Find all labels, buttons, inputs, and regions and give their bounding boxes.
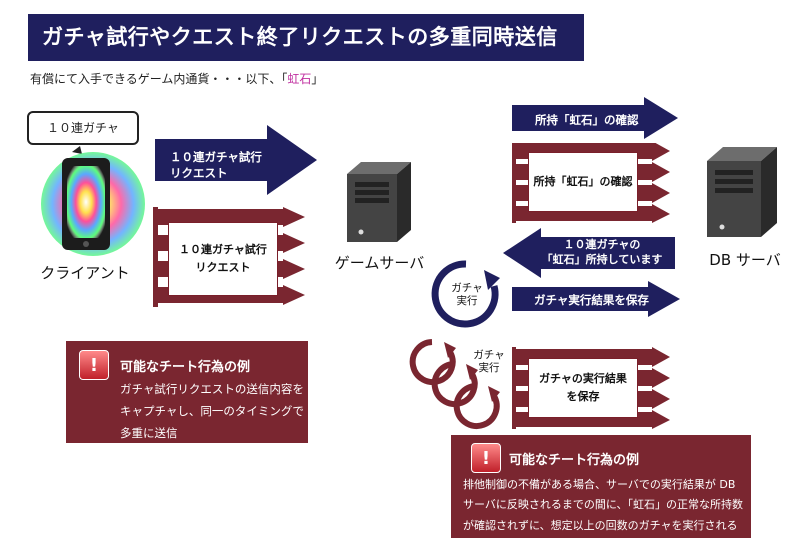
cheat-box-1-line: キャプチャし、同一のタイミングで — [120, 403, 304, 418]
cheat-box-2-body: 排他制御の不備がある場合、サーバでの実行結果が DB サーバに反映されるまでの間… — [463, 475, 743, 536]
multi-check-label: 所持「虹石」の確認 — [533, 175, 633, 189]
multi-check-box: 所持「虹石」の確認 — [528, 152, 638, 212]
subtitle-gem: 虹石 — [287, 72, 312, 86]
save-arrow-label: ガチャ実行結果を保存 — [534, 293, 649, 307]
cheat-box-1-body: ガチャ試行リクエストの送信内容を キャプチャし、同一のタイミングで 多重に送信 — [120, 379, 304, 445]
multi-save-line1: ガチャの実行結果 — [539, 372, 627, 386]
speech-bubble: １０連ガチャ — [27, 111, 139, 145]
check-arrow — [512, 97, 678, 139]
cheat-box-1-line: 多重に送信 — [120, 425, 178, 440]
save-arrow — [512, 281, 680, 317]
game-server-icon — [347, 162, 411, 242]
page-title: ガチャ試行やクエスト終了リクエストの多重同時送信 — [28, 14, 584, 61]
subtitle: 有償にて入手できるゲーム内通貨・・・以下、「虹石」 — [30, 70, 323, 87]
cheat-box-1-title: 可能なチート行為の例 — [120, 360, 251, 375]
response-arrow — [503, 228, 675, 278]
response-line1: １０連ガチャの — [563, 238, 641, 251]
db-server-icon — [707, 147, 777, 237]
gacha-exec-multi-label: ガチャ 実行 — [466, 349, 512, 375]
gacha-exec-multi-line2: 実行 — [478, 362, 500, 375]
multi-save-box: ガチャの実行結果 を保存 — [528, 358, 638, 418]
response-arrow-label: １０連ガチャの 「虹石」所持しています — [538, 238, 666, 268]
warning-icon: ! — [79, 350, 109, 380]
game-server-label: ゲームサーバ — [334, 254, 425, 272]
db-server-label: DB サーバ — [709, 251, 781, 269]
gacha-exec-multi-line1: ガチャ — [473, 349, 505, 361]
smartphone-icon — [41, 146, 145, 256]
cycle-icon — [431, 260, 500, 328]
cheat-box-2-line: 排他制御の不備がある場合、サーバでの実行結果が DB — [463, 478, 736, 491]
multi-request-line1: １０連ガチャ試行 — [179, 243, 267, 257]
gacha-exec-label: ガチャ 実行 — [444, 282, 490, 308]
warning-icon: ! — [471, 443, 501, 473]
subtitle-suffix: 」 — [311, 72, 324, 86]
check-arrow-label: 所持「虹石」の確認 — [535, 113, 639, 127]
multi-request-line2: リクエスト — [195, 261, 251, 274]
bubble-text: １０連ガチャ — [47, 121, 119, 135]
cheat-box-2: ! 可能なチート行為の例 排他制御の不備がある場合、サーバでの実行結果が DB … — [451, 435, 751, 538]
request-arrow — [155, 125, 317, 195]
request-arrow-label: １０連ガチャ試行 リクエスト — [170, 150, 262, 181]
response-line2: 「虹石」所持しています — [541, 252, 663, 266]
gacha-exec-line2: 実行 — [456, 295, 478, 308]
multi-cycle-icon — [409, 339, 500, 429]
cheat-box-2-line: が確認されずに、想定以上の回数のガチャを実行される — [463, 518, 738, 532]
subtitle-prefix: 有償にて入手できるゲーム内通貨・・・以下、「 — [30, 72, 288, 86]
cheat-box-2-line: サーバに反映されるまでの間に、「虹石」の正常な所持数 — [463, 498, 744, 512]
multi-save-line2: を保存 — [566, 390, 600, 403]
gacha-exec-line1: ガチャ — [451, 282, 483, 294]
cheat-box-1-line: ガチャ試行リクエストの送信内容を — [120, 382, 304, 396]
cheat-box-1: ! 可能なチート行為の例 ガチャ試行リクエストの送信内容を キャプチャし、同一の… — [66, 341, 308, 443]
request-arrow-line1: １０連ガチャ試行 — [170, 150, 262, 164]
multi-request-box: １０連ガチャ試行 リクエスト — [168, 222, 278, 296]
cheat-box-2-title: 可能なチート行為の例 — [509, 453, 640, 468]
request-arrow-line2: リクエスト — [170, 165, 228, 180]
client-label: クライアント — [40, 264, 130, 282]
